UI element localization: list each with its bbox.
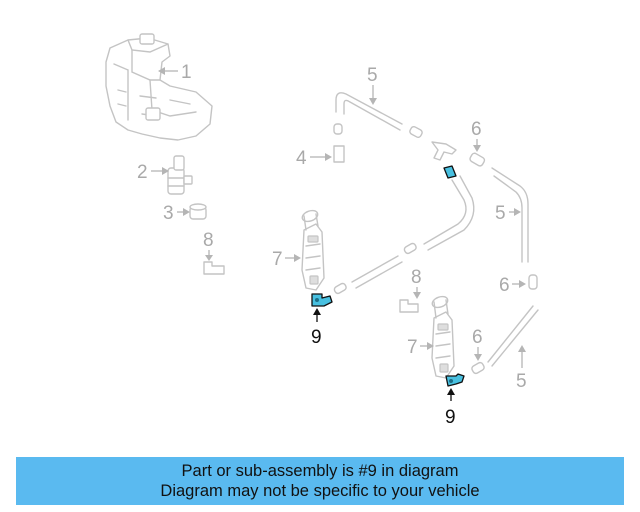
callout-6-upper: 6 <box>471 119 482 152</box>
callout-9a-label: 9 <box>311 327 322 348</box>
callout-7b-label: 7 <box>407 337 418 358</box>
callout-9-upper: 9 <box>311 308 322 348</box>
callout-8-lower: 8 <box>411 267 422 299</box>
banner-line-2: Diagram may not be specific to your vehi… <box>160 482 480 500</box>
callout-8a-label: 8 <box>203 230 214 251</box>
pump-grommet <box>189 203 207 220</box>
callout-7a-label: 7 <box>272 249 283 270</box>
callout-7-lower: 7 <box>407 337 434 358</box>
hose-clip-upper <box>203 261 225 275</box>
part-highlight-connector <box>443 165 457 179</box>
callout-3-label: 3 <box>163 203 174 224</box>
part-9-nozzle-elbow-lower[interactable] <box>445 373 465 387</box>
hose-connector-6-middle <box>528 274 538 290</box>
callout-5b-label: 5 <box>495 203 506 224</box>
washer-hose-long <box>333 175 475 295</box>
callout-8-upper: 8 <box>203 230 214 261</box>
washer-pump <box>167 155 193 195</box>
callout-2: 2 <box>137 162 169 183</box>
callout-6b-label: 6 <box>499 275 510 296</box>
callout-9b-label: 9 <box>445 407 456 428</box>
callout-2-label: 2 <box>137 162 148 183</box>
washer-hose-right <box>469 152 529 263</box>
banner-line-1: Part or sub-assembly is #9 in diagram <box>181 462 459 480</box>
washer-nozzle-upper <box>301 209 325 291</box>
part-9-upper-shape[interactable] <box>311 293 333 307</box>
callout-5c-label: 5 <box>516 371 527 392</box>
washer-reservoir <box>105 33 213 141</box>
callout-5-upper: 5 <box>367 65 378 105</box>
hose-clip-lower <box>399 299 419 313</box>
callout-6a-label: 6 <box>471 119 482 140</box>
callout-6-middle: 6 <box>499 275 526 296</box>
hose-connector-4 <box>333 123 345 163</box>
callout-7-upper: 7 <box>272 249 301 270</box>
washer-hose-lower <box>471 305 539 375</box>
callout-3: 3 <box>163 203 190 224</box>
callout-6c-label: 6 <box>472 327 483 348</box>
callout-9-lower: 9 <box>445 388 456 428</box>
callout-8b-label: 8 <box>411 267 422 288</box>
callout-1: 1 <box>158 62 192 83</box>
callout-1-label: 1 <box>181 62 192 83</box>
callout-5-lower: 5 <box>516 345 527 392</box>
callout-5-right: 5 <box>495 203 521 224</box>
washer-hose-upper <box>335 92 457 161</box>
part-9-lower-shape[interactable] <box>445 373 465 387</box>
callout-6-lower: 6 <box>472 327 483 361</box>
callout-5a-label: 5 <box>367 65 378 86</box>
washer-nozzle-lower <box>431 295 455 379</box>
callout-4-label: 4 <box>296 148 307 169</box>
part-9-nozzle-elbow-upper[interactable] <box>311 293 333 307</box>
callout-4: 4 <box>296 148 332 169</box>
info-banner: Part or sub-assembly is #9 in diagram Di… <box>16 457 624 505</box>
